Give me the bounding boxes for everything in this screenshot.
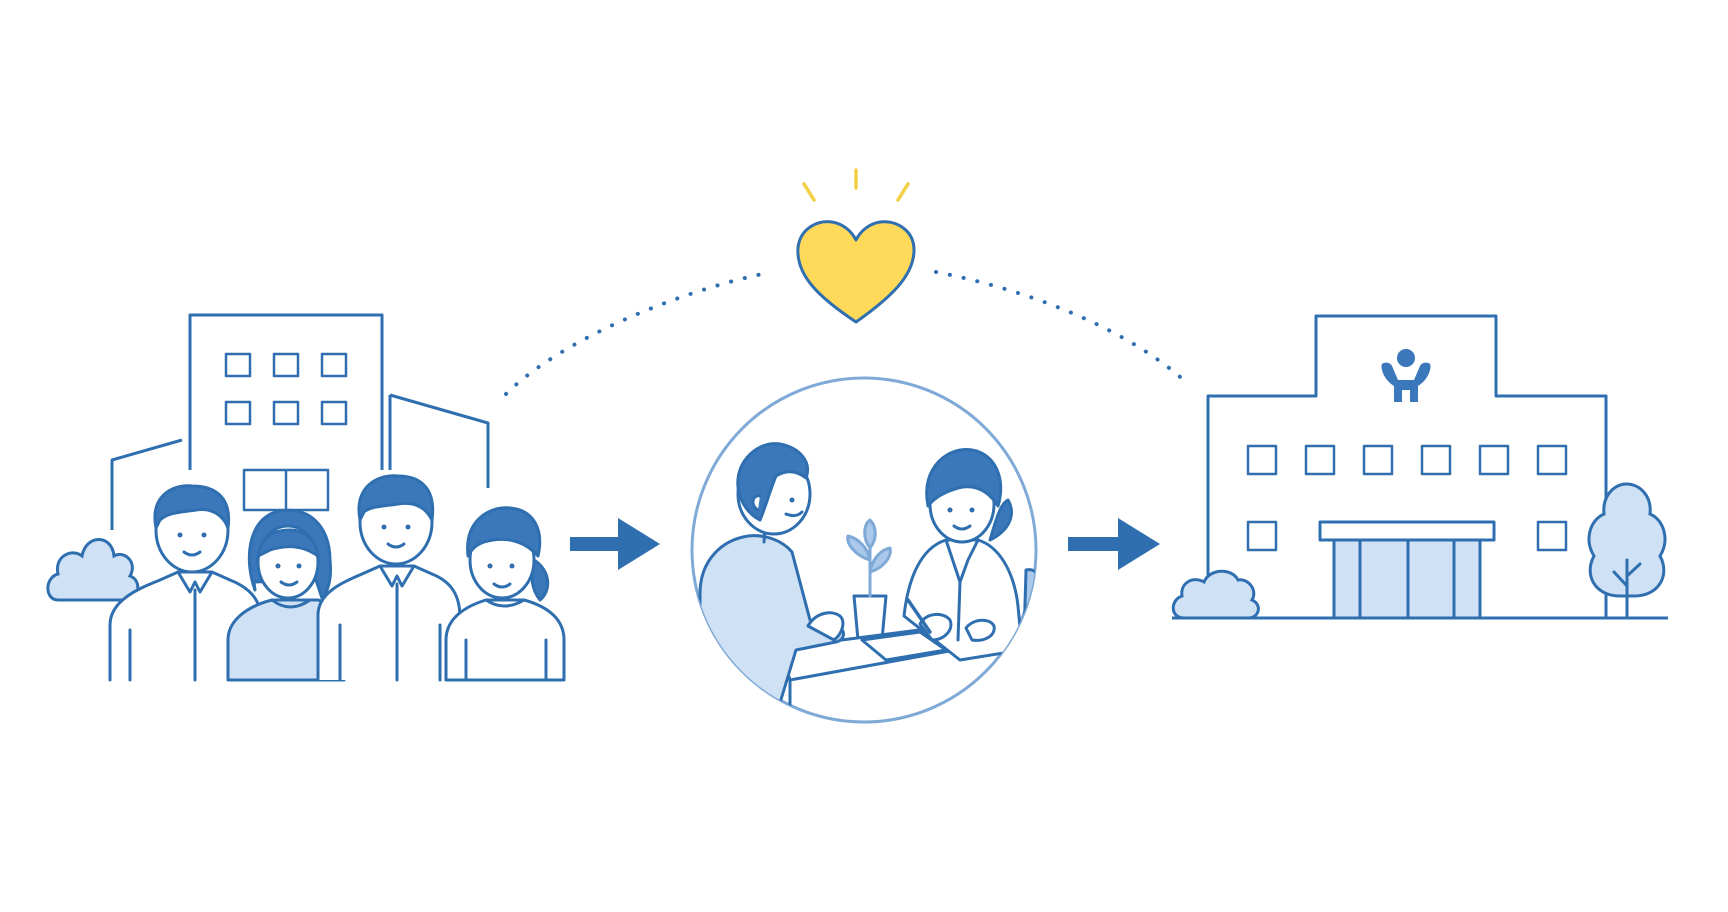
- facility-building-icon: [1172, 314, 1668, 620]
- heart-icon: [796, 220, 916, 324]
- sparkle-icon: [802, 168, 910, 202]
- person-woman-1: [226, 508, 346, 682]
- bush-icon-right: [1171, 569, 1260, 620]
- office-building-icon: [110, 313, 490, 530]
- right-arrow-icon-2: [1068, 518, 1160, 570]
- tree-icon: [1587, 482, 1667, 620]
- facility-logo-icon: [1381, 349, 1431, 402]
- right-arrow-icon: [570, 518, 660, 570]
- people-group-icon: [108, 474, 566, 682]
- counselor-woman: [902, 448, 1024, 662]
- bush-icon: [46, 538, 140, 602]
- person-woman-2: [444, 506, 566, 682]
- connection-arc: [504, 270, 1190, 396]
- consultation-meeting-icon: [690, 376, 1038, 724]
- person-man-2: [316, 474, 462, 682]
